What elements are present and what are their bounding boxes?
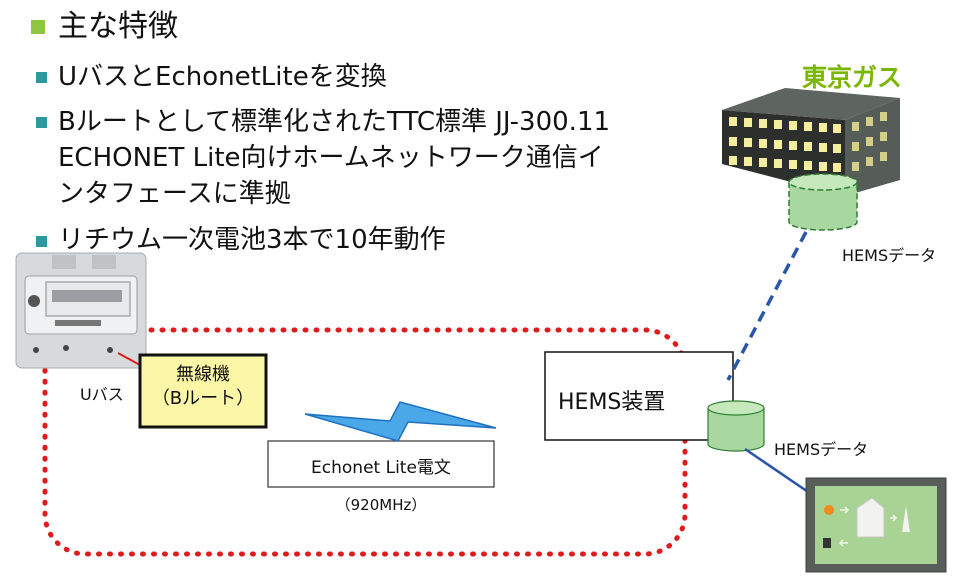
echonet-message-box [267,440,495,488]
bullet-item-3: リチウム一次電池3本で10年動作 [58,225,446,255]
hems-display-icon [805,477,947,573]
heading-bullet [31,20,45,34]
radio-unit-box [138,353,268,429]
u-bus-label: Uバス [80,385,124,404]
hems-data-label-top: HEMSデータ [842,246,937,265]
wireless-boundary [42,327,688,557]
hems-to-display-link [744,447,818,500]
hems-to-cloud-link [726,231,808,381]
bullet-item-2-line-1: Bルートとして標準化されたTTC標準 JJ-300.11 [58,107,611,137]
database-icon [707,400,765,452]
u-bus-line [117,352,141,366]
hems-device-label: HEMS装置 [558,390,666,415]
frequency-label: （920MHz） [335,496,427,514]
bullet-marker [36,236,47,247]
bullet-item-1: UバスとEchonetLiteを変換 [58,62,387,92]
gas-meter-icon [15,252,147,369]
bullet-item-2-line-3: ンタフェースに準拠 [58,179,291,209]
hems-device-box [544,351,734,441]
bullet-marker [36,117,47,128]
company-label: 東京ガス [802,63,903,92]
bullet-marker [36,72,47,83]
echonet-message-label: Echonet Lite電文 [311,458,451,478]
hems-data-label-bottom: HEMSデータ [774,440,869,459]
bullet-item-2-line-2: ECHONET Lite向けホームネットワーク通信イ [58,143,604,173]
heading-text: 主な特徴 [58,9,178,44]
radio-unit-label: 無線機 （Bルート） [140,363,266,411]
lightning-icon [304,401,497,442]
radio-unit-label-line-2: （Bルート） [151,388,255,409]
database-icon [788,173,858,231]
radio-unit-label-line-1: 無線機 [176,364,230,385]
